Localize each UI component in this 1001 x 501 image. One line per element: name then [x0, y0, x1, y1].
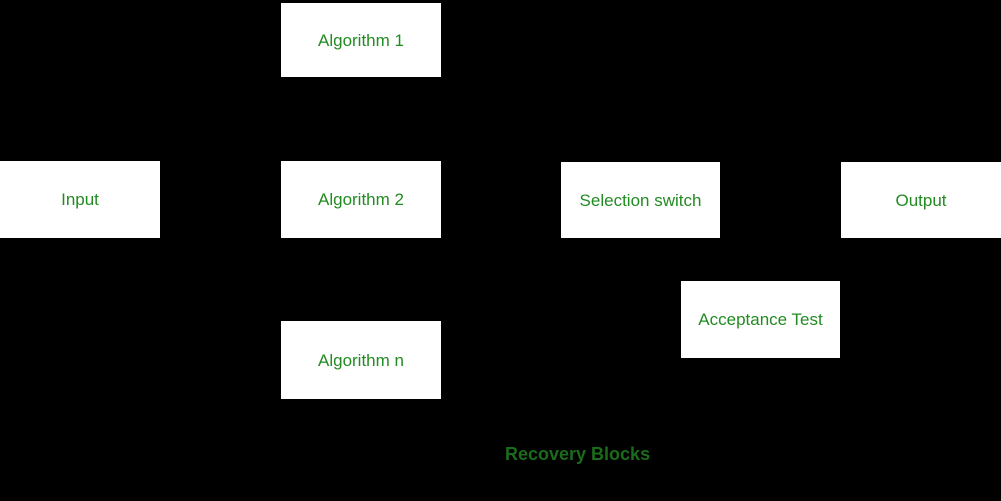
node-selection-switch: Selection switch [561, 162, 720, 238]
node-algorithm-1: Algorithm 1 [281, 3, 441, 77]
node-input: Input [0, 161, 160, 238]
node-algorithm-2: Algorithm 2 [281, 161, 441, 238]
node-acceptance-test: Acceptance Test [681, 281, 840, 358]
node-algorithm-n: Algorithm n [281, 321, 441, 399]
node-output: Output [841, 162, 1001, 238]
diagram-caption: Recovery Blocks [505, 444, 651, 464]
